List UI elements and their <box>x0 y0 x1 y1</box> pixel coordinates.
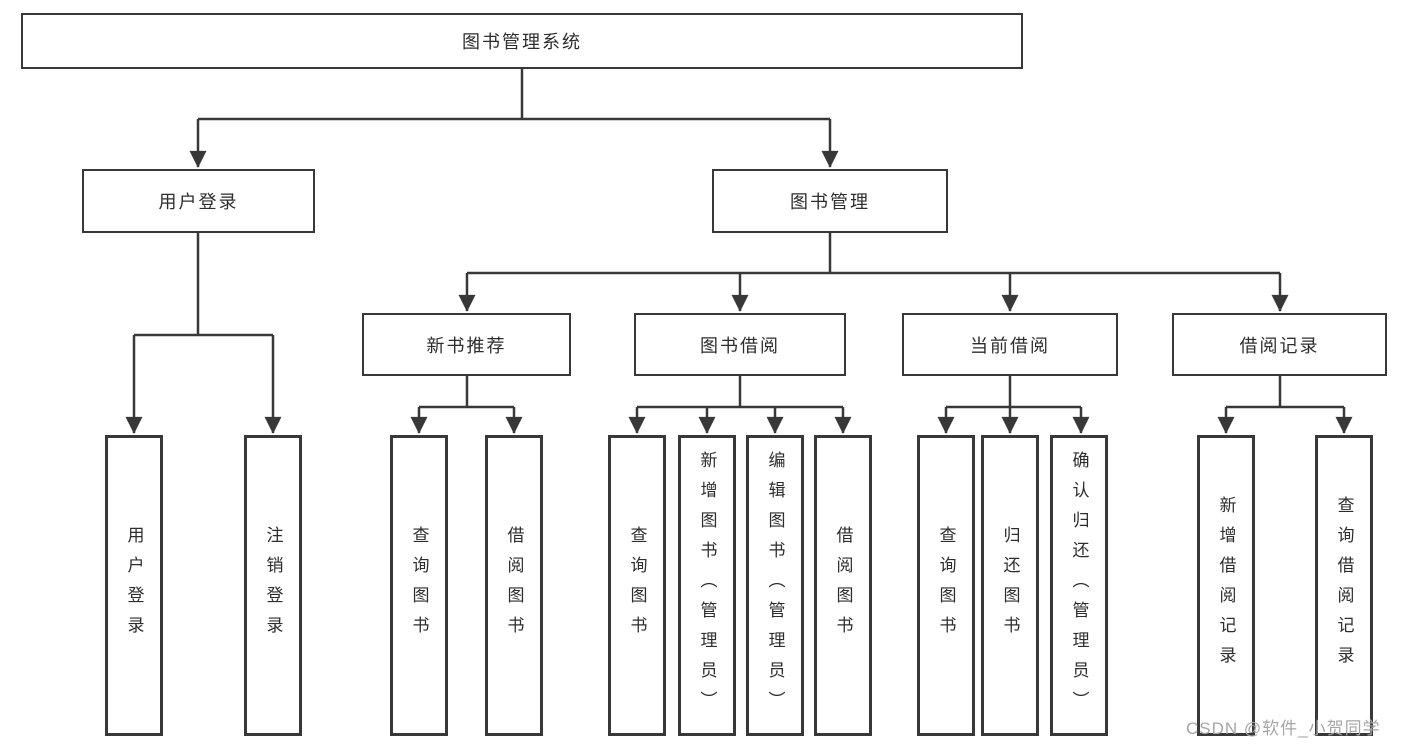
node-borrow-records-label: 借阅记录 <box>1239 335 1320 356</box>
leaf-confirm-return-admin-label: 确认归还（管理员） <box>1069 450 1089 721</box>
leaf-query-books-recommend: 查询图书 <box>390 435 448 736</box>
node-user-login-group: 用户登录 <box>82 169 315 233</box>
node-new-book-recommend: 新书推荐 <box>362 313 571 376</box>
node-current-borrow: 当前借阅 <box>902 313 1118 376</box>
leaf-add-books-admin: 新增图书（管理员） <box>678 435 736 736</box>
leaf-return-books: 归还图书 <box>981 435 1039 736</box>
leaf-edit-books-admin: 编辑图书（管理员） <box>746 435 804 736</box>
node-book-borrow: 图书借阅 <box>634 313 846 376</box>
node-new-book-recommend-label: 新书推荐 <box>426 335 507 356</box>
node-library-system: 图书管理系统 <box>21 13 1023 69</box>
node-book-management-label: 图书管理 <box>790 192 870 212</box>
leaf-borrow-books: 借阅图书 <box>814 435 872 736</box>
leaf-return-books-label: 归还图书 <box>1000 525 1020 646</box>
leaf-user-login: 用户登录 <box>105 435 163 736</box>
leaf-query-borrow-record-label: 查询借阅记录 <box>1334 495 1354 676</box>
leaf-borrow-books-recommend: 借阅图书 <box>485 435 543 736</box>
leaf-borrow-books-label: 借阅图书 <box>833 525 853 646</box>
csdn-watermark: CSDN @软件_小贺同学 <box>1186 719 1381 738</box>
node-current-borrow-label: 当前借阅 <box>970 335 1050 356</box>
leaf-query-books-borrow: 查询图书 <box>608 435 666 736</box>
leaf-confirm-return-admin: 确认归还（管理员） <box>1050 435 1108 736</box>
node-book-borrow-label: 图书借阅 <box>700 335 780 356</box>
leaf-query-books-recommend-label: 查询图书 <box>409 525 429 646</box>
leaf-query-borrow-record: 查询借阅记录 <box>1315 435 1373 736</box>
leaf-add-borrow-record: 新增借阅记录 <box>1197 435 1255 736</box>
node-library-system-label: 图书管理系统 <box>462 32 582 52</box>
leaf-add-borrow-record-label: 新增借阅记录 <box>1216 495 1236 676</box>
leaf-logout: 注销登录 <box>244 435 302 736</box>
leaf-query-books-current: 查询图书 <box>917 435 975 736</box>
leaf-query-books-current-label: 查询图书 <box>936 525 956 646</box>
leaf-query-books-borrow-label: 查询图书 <box>627 525 647 646</box>
leaf-user-login-label: 用户登录 <box>124 525 144 646</box>
node-user-login-group-label: 用户登录 <box>158 192 239 212</box>
leaf-borrow-books-recommend-label: 借阅图书 <box>504 525 524 646</box>
leaf-edit-books-admin-label: 编辑图书（管理员） <box>765 450 785 721</box>
leaf-logout-label: 注销登录 <box>263 525 283 646</box>
node-book-management: 图书管理 <box>712 169 948 233</box>
node-borrow-records: 借阅记录 <box>1172 313 1387 376</box>
leaf-add-books-admin-label: 新增图书（管理员） <box>697 450 717 721</box>
